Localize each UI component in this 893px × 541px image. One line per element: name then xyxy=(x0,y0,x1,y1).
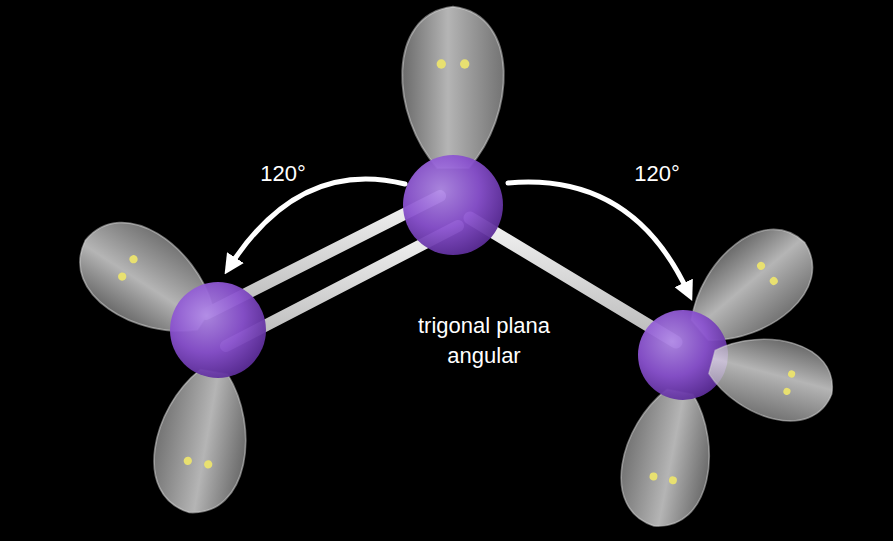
geometry-label: angular xyxy=(447,343,520,369)
lone-pair-lobes xyxy=(61,7,832,534)
front-lobe xyxy=(702,324,842,432)
atoms xyxy=(170,155,728,400)
angle-label: 120° xyxy=(260,161,306,187)
angle-label: 120° xyxy=(634,161,680,187)
geometry-label: trigonal plana xyxy=(418,313,550,339)
angle-arrows xyxy=(230,179,688,292)
